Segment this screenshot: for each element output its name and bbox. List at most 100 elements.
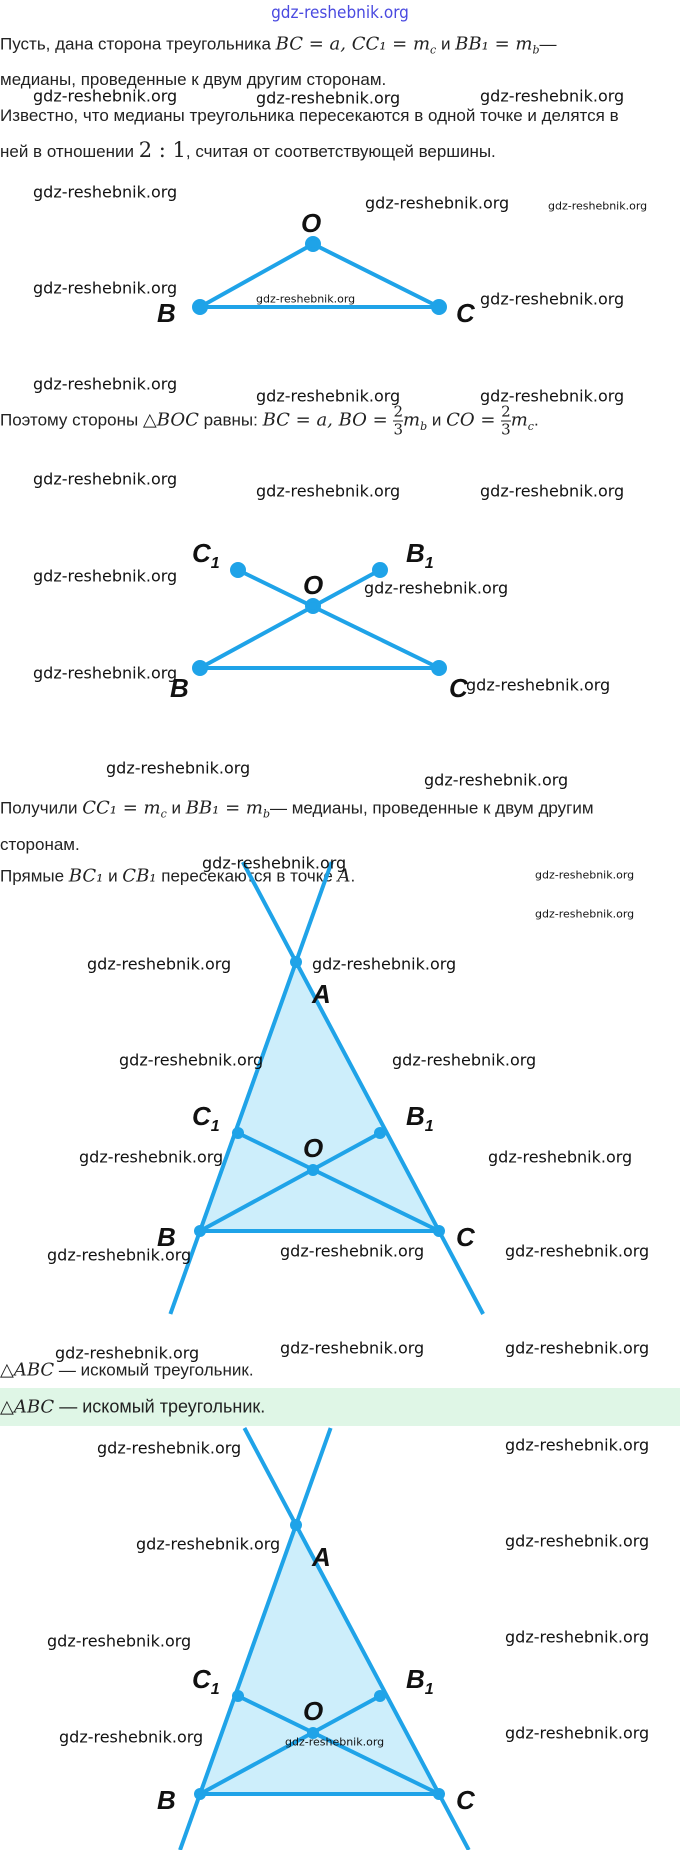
math: BB₁ = m — [185, 797, 263, 819]
watermark: gdz-reshebnik.org — [535, 868, 635, 882]
watermark: gdz-reshebnik.org — [256, 386, 401, 406]
math: CB₁ — [122, 865, 157, 887]
watermark: gdz-reshebnik.org — [364, 578, 509, 598]
math-sub: c — [160, 807, 167, 821]
watermark: gdz-reshebnik.org — [47, 1245, 192, 1265]
median-CC1 — [237, 1131, 440, 1233]
point-C — [431, 299, 447, 315]
denominator: 3 — [501, 420, 511, 439]
point-A — [290, 956, 302, 968]
answer-line: △ABC — искомый треугольник. — [0, 1397, 265, 1418]
math: m — [403, 409, 421, 431]
math: BB₁ = m — [455, 33, 533, 55]
text: Получили — [0, 798, 83, 818]
watermark: gdz-reshebnik.org — [97, 1438, 242, 1458]
math-sub: b — [262, 807, 271, 821]
label-sub: 1 — [211, 1681, 220, 1698]
watermark: gdz-reshebnik.org — [480, 289, 625, 309]
label-B: B — [157, 1222, 176, 1252]
math: BC = a, BO = — [262, 409, 394, 431]
label-letter: C — [192, 1664, 212, 1694]
line-BC1 — [168, 861, 334, 1315]
label-letter: B — [157, 1785, 176, 1815]
point-B1 — [374, 1690, 386, 1702]
watermark: gdz-reshebnik.org — [33, 182, 178, 202]
text-line: Пусть, дана сторона треугольника BC = a,… — [0, 33, 556, 56]
point-B1 — [372, 562, 388, 578]
text: и — [436, 34, 456, 54]
point-C1 — [232, 1127, 244, 1139]
watermark: gdz-reshebnik.org — [505, 1723, 650, 1743]
line-CB1 — [242, 1427, 471, 1850]
point-C — [433, 1225, 445, 1237]
label-B: B — [157, 298, 176, 328]
text: . — [350, 866, 356, 886]
denominator: 3 — [393, 420, 404, 439]
point-C1 — [230, 562, 246, 578]
label-B1: B1 — [406, 1101, 434, 1135]
watermark: gdz-reshebnik.org — [33, 278, 178, 298]
label-letter: C — [192, 1101, 212, 1131]
result-line: △ABC — искомый треугольник. — [0, 1360, 254, 1381]
math-sub: b — [532, 43, 540, 57]
text: и — [166, 798, 186, 818]
math-sub: b — [420, 419, 428, 433]
text-line: Прямые BC₁ и CB₁ пересекаются в точке A. — [0, 866, 355, 887]
watermark: gdz-reshebnik.org — [33, 374, 178, 394]
label-letter: C — [192, 538, 212, 568]
text: — медианы, проведенные к двум другим — [270, 798, 594, 818]
math: CC₁ = m — [82, 797, 161, 819]
numerator: 2 — [393, 402, 404, 422]
watermark: gdz-reshebnik.org — [535, 907, 635, 921]
watermark: gdz-reshebnik.org — [119, 1050, 264, 1070]
label-O: O — [303, 570, 323, 600]
label-letter: C — [456, 1785, 476, 1815]
label-letter: B — [406, 1101, 425, 1131]
watermark: gdz-reshebnik.org — [33, 566, 178, 586]
label-sub: 1 — [425, 555, 434, 572]
watermark: gdz-reshebnik.org — [55, 1343, 200, 1363]
watermark: gdz-reshebnik.org — [392, 1050, 537, 1070]
numerator: 2 — [501, 402, 511, 422]
watermark: gdz-reshebnik.org — [312, 954, 457, 974]
text: пересекаются в точке — [156, 866, 338, 886]
math-sub: c — [527, 419, 534, 433]
label-B1: B1 — [406, 538, 434, 572]
site-header-link[interactable]: gdz-reshebnik.org — [271, 3, 409, 23]
watermark: gdz-reshebnik.org — [202, 853, 347, 873]
point-O — [307, 1727, 319, 1739]
label-C1: C1 — [192, 1664, 220, 1698]
triangle-fill — [200, 962, 439, 1231]
text-line: Известно, что медианы треугольника перес… — [0, 106, 619, 125]
line-CB1 — [241, 861, 485, 1315]
math: BC₁ — [68, 865, 104, 887]
label-sub: 1 — [211, 555, 220, 572]
label-O: O — [303, 1696, 323, 1726]
figure-triangle-boc — [192, 236, 447, 315]
point-B1 — [374, 1127, 386, 1139]
label-letter: A — [311, 1542, 331, 1572]
point-B — [192, 660, 208, 676]
math: A — [337, 865, 351, 887]
text: Поэтому стороны — [0, 410, 143, 430]
label-C: C — [456, 298, 476, 328]
math: 2 : 1 — [138, 138, 186, 162]
watermark: gdz-reshebnik.org — [505, 1435, 650, 1455]
text: — искомый треугольник. — [54, 1360, 254, 1380]
watermark: gdz-reshebnik.org — [365, 193, 510, 213]
label-C: C — [449, 673, 469, 703]
watermark: gdz-reshebnik.org — [424, 770, 569, 790]
point-B — [194, 1225, 206, 1237]
watermark: gdz-reshebnik.org — [505, 1338, 650, 1358]
label-letter: O — [303, 1696, 323, 1726]
label-letter: B — [406, 538, 425, 568]
point-C1 — [232, 1690, 244, 1702]
text: Прямые — [0, 866, 69, 886]
text-line: Поэтому стороны △BOC равны: BC = a, BO =… — [0, 402, 539, 439]
watermark: gdz-reshebnik.org — [256, 292, 356, 306]
label-B: B — [157, 1785, 176, 1815]
math: BC = a, CC₁ = m — [275, 33, 431, 55]
watermark: gdz-reshebnik.org — [33, 663, 178, 683]
